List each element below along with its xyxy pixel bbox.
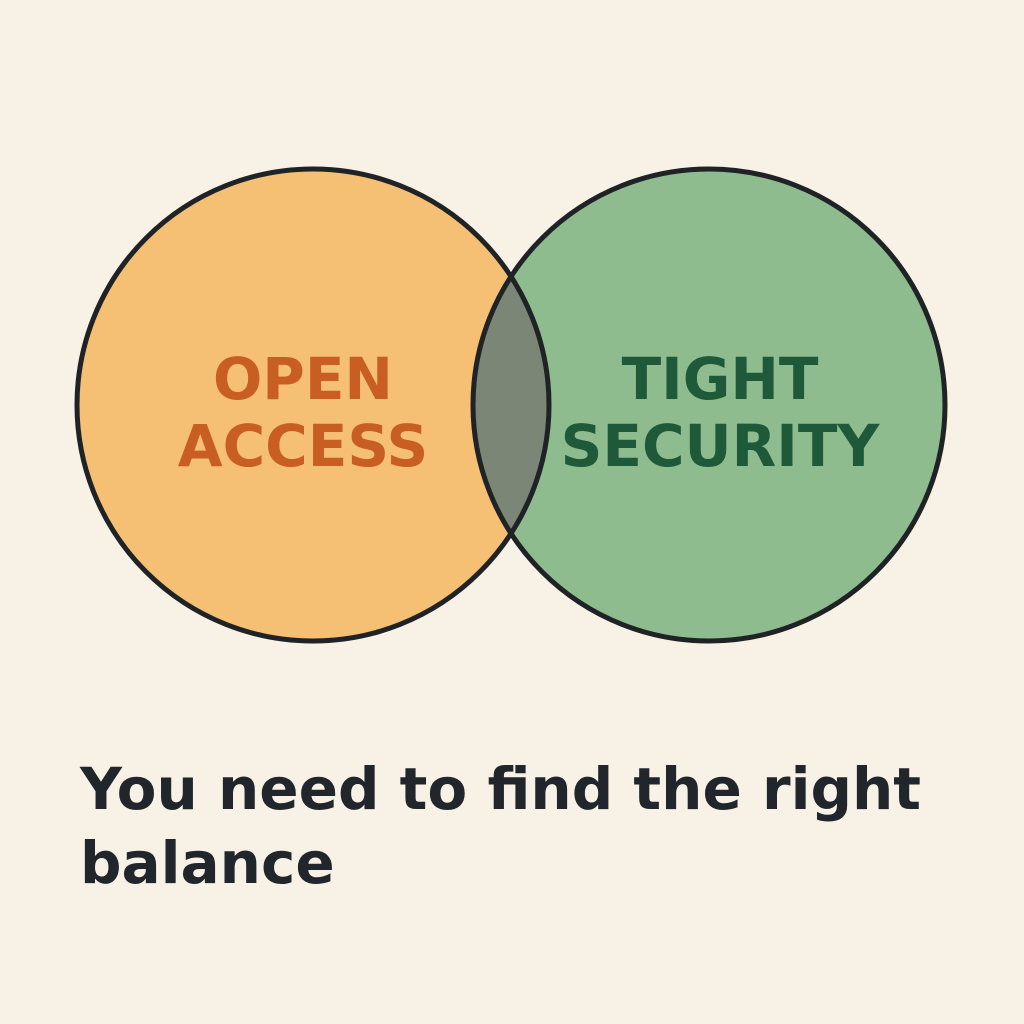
tight-security-label-2: SECURITY <box>561 412 881 480</box>
tight-security-label-line-1: TIGHT <box>622 345 819 413</box>
open-access-label-line-1: OPEN <box>213 345 393 413</box>
caption: You need to find the right balance <box>80 752 980 900</box>
tight-security-label: TIGHT <box>622 345 819 413</box>
open-access-label-2: ACCESS <box>178 412 429 480</box>
open-access-circle <box>77 169 549 641</box>
caption-line-1: You need to find the right <box>80 755 921 823</box>
open-access-circle-outline <box>74 166 552 644</box>
caption-line-2: balance <box>80 829 335 897</box>
open-access-label: OPEN <box>213 345 393 413</box>
open-access-label-line-2: ACCESS <box>178 412 429 480</box>
tight-security-label-line-2: SECURITY <box>561 412 881 480</box>
tight-security-circle <box>473 169 945 641</box>
tight-security-circle-outline <box>470 166 948 644</box>
